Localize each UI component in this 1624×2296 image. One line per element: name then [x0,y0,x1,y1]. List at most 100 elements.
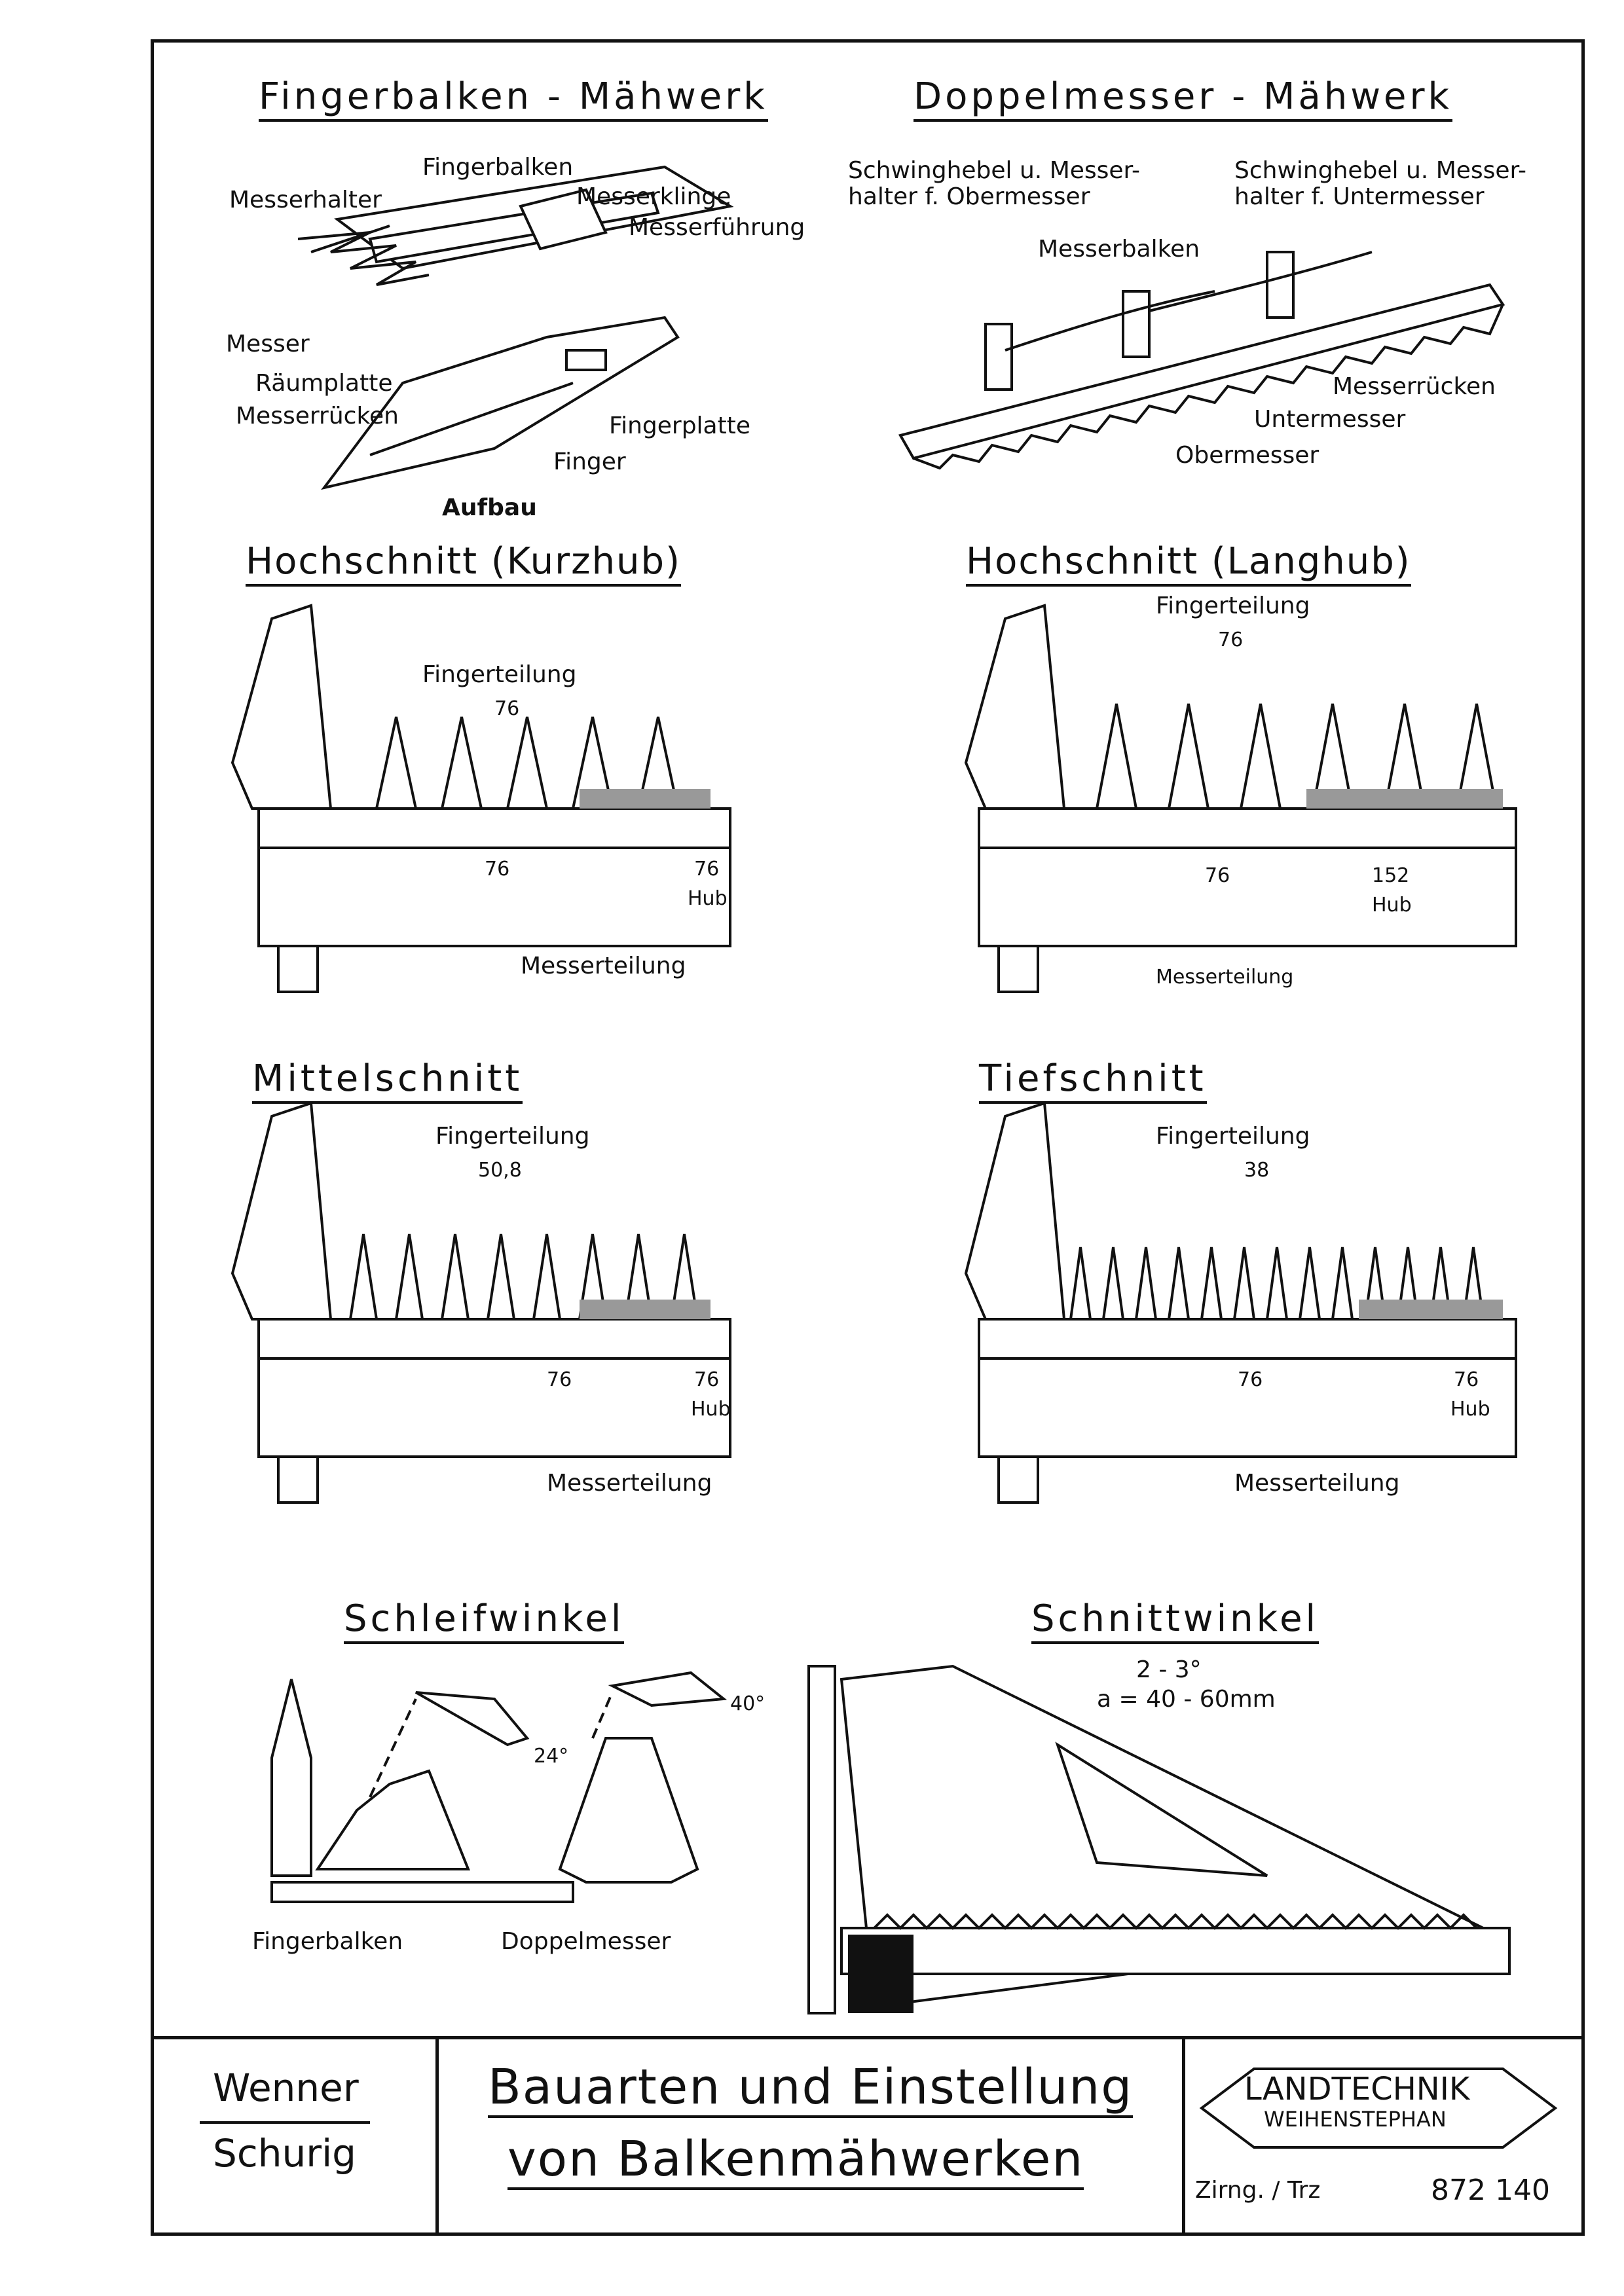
section-title-schleifwinkel: Schleifwinkel [344,1597,625,1644]
drawing-sheet: Fingerbalken - Mähwerk Fingerbalken Mess… [151,39,1585,2236]
title-block-logo: LANDTECHNIK WEIHENSTEPHAN Zirng. / Trz 8… [1182,2039,1581,2232]
label-finger: Finger [553,448,626,475]
author-1: Wenner [213,2066,359,2110]
kh-knife-back [257,847,731,947]
ts-knife-back [978,1357,1517,1458]
label-schwinghebel-unter-1: Schwinghebel u. Messer- [1234,157,1527,184]
schleifwinkel-drawing [270,1671,728,1903]
sw-caption-doppelmesser: Doppelmesser [501,1928,671,1955]
kh-finger-label: Fingerteilung [422,661,577,688]
sw-angle-40: 40° [730,1692,766,1715]
doc-title-line2: von Balkenmähwerken [507,2131,1084,2190]
ts-finger-value: 38 [1244,1159,1270,1182]
label-obermesser: Obermesser [1175,442,1320,469]
ms-knife-label: Messerteilung [547,1470,712,1497]
ts-knife-label: Messerteilung [1234,1470,1400,1497]
sn-line1: 2 - 3° [1136,1656,1202,1683]
label-messerhalter: Messerhalter [229,187,382,213]
ts-stroke-label: Hub [1450,1398,1490,1421]
label-messer: Messer [226,331,310,357]
doc-title-line1: Bauarten und Einstellung [488,2059,1134,2118]
lh-finger-value: 76 [1218,629,1244,651]
kurzhub-drawing [231,604,731,993]
ts-stroke-value: 76 [1454,1368,1479,1391]
caption-aufbau: Aufbau [442,494,537,521]
ts-knife-value: 76 [1238,1368,1263,1391]
sw-angle-24: 24° [534,1745,569,1768]
mittelschnitt-drawing [231,1101,731,1504]
doppelmesser-drawing [898,251,1505,470]
lh-stroke-value: 152 [1372,864,1410,887]
lh-finger-1 [1095,703,1138,810]
label-messerklinge: Messerklinge [576,183,731,210]
ms-knife-value: 76 [547,1368,572,1391]
kh-shaded-knife [580,789,710,809]
ms-finger-label: Fingerteilung [435,1123,590,1150]
drawing-number: 872 140 [1431,2174,1550,2207]
ms-finger-value: 50,8 [478,1159,522,1182]
kh-finger-1 [375,716,418,810]
sn-drive-housing [848,1935,913,2013]
title-block-title: Bauarten und Einstellung von Balkenmähwe… [435,2039,1185,2232]
logo-weihenstephan: WEIHENSTEPHAN [1264,2107,1447,2132]
kh-finger-value: 76 [494,697,520,720]
kh-knife-label: Messerteilung [521,953,686,979]
author-2: Schurig [213,2131,357,2176]
schnittwinkel-drawing [807,1664,1511,2014]
label-fingerbalken: Fingerbalken [422,154,574,181]
swing-lever-3 [1266,251,1295,319]
ms-knife-back [257,1357,731,1458]
sw-knife-section-1 [315,1769,470,1870]
kh-knife-value: 76 [485,858,510,881]
sw-cross-section-1 [415,1691,530,1747]
ms-stroke-label: Hub [691,1398,731,1421]
section-title-fingerbalken: Fingerbalken - Mähwerk [259,75,768,122]
section-title-tiefschnitt: Tiefschnitt [979,1057,1207,1104]
sw-knife-section-2 [558,1737,699,1884]
knife-guide-plate [519,188,608,251]
title-block: Wenner Schurig Bauarten und Einstellung … [154,2036,1581,2232]
label-schwinghebel-ober-1: Schwinghebel u. Messer- [848,157,1141,184]
swing-lever-2 [1122,290,1151,358]
section-title-doppelmesser: Doppelmesser - Mähwerk [913,75,1452,122]
knife-teeth [913,304,1504,470]
label-untermesser: Untermesser [1254,406,1406,433]
label-messerruecken-dm: Messerrücken [1333,373,1496,400]
lh-knife-label: Messerteilung [1156,966,1294,989]
ts-finger-bar [978,1318,1517,1360]
lh-finger-bar [978,807,1517,849]
label-raeumplatte: Räumplatte [255,370,393,397]
lh-finger-2 [1167,703,1210,810]
sn-line2: a = 40 - 60mm [1097,1686,1276,1713]
ms-stroke-value: 76 [694,1368,720,1391]
lh-knife-back [978,847,1517,947]
kh-finger-3 [506,716,549,810]
langhub-drawing [964,604,1517,993]
label-fingerplatte: Fingerplatte [609,412,750,439]
sw-finger [270,1679,312,1877]
fingerbalken-drawing [297,165,734,490]
label-schwinghebel-ober-2: halter f. Obermesser [848,183,1090,210]
label-messerruecken: Messerrücken [236,403,399,429]
lh-knife-value: 76 [1205,864,1230,887]
label-messerfuehrung: Messerführung [629,214,805,241]
author-divider [200,2121,370,2124]
kh-stroke-label: Hub [688,887,728,910]
logo-landtechnik: LANDTECHNIK [1244,2071,1470,2107]
section-title-langhub: Hochschnitt (Langhub) [966,540,1411,587]
swing-lever-1 [984,323,1013,391]
sn-knife-bar [840,1927,1511,1975]
section-title-schnittwinkel: Schnittwinkel [1031,1597,1320,1644]
label-schwinghebel-unter-2: halter f. Untermesser [1234,183,1485,210]
sw-caption-fingerbalken: Fingerbalken [252,1928,403,1955]
section-title-kurzhub: Hochschnitt (Kurzhub) [246,540,681,587]
tiefschnitt-drawing [964,1101,1517,1504]
drawer-initials: Zirng. / Trz [1195,2177,1321,2204]
sw-cross-section-2 [608,1671,728,1707]
section-title-mittelschnitt: Mittelschnitt [252,1057,523,1104]
kh-stroke-value: 76 [694,858,720,881]
ts-finger-label: Fingerteilung [1156,1123,1310,1150]
lh-finger-3 [1239,703,1282,810]
lh-shaded-knife [1306,789,1503,809]
title-block-authors: Wenner Schurig [154,2039,439,2232]
